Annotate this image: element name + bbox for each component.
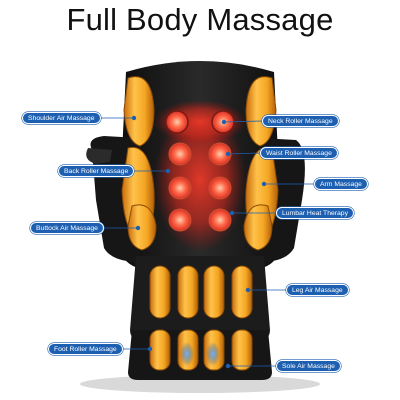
label-neck-roller-massage: Neck Roller Massage bbox=[262, 115, 339, 127]
label-leg-air-massage: Leg Air Massage bbox=[286, 284, 349, 296]
label-waist-roller-massage: Waist Roller Massage bbox=[260, 147, 338, 159]
label-foot-roller-massage: Foot Roller Massage bbox=[48, 343, 123, 355]
page-title: Full Body Massage bbox=[66, 2, 334, 37]
label-back-roller-massage: Back Roller Massage bbox=[58, 165, 135, 177]
label-sole-air-massage: Sole Air Massage bbox=[276, 360, 341, 372]
label-shoulder-air-massage: Shoulder Air Massage bbox=[22, 112, 101, 124]
label-lumbar-heat-therapy: Lumbar Heat Therapy bbox=[276, 207, 354, 219]
label-arm-massage: Arm Massage bbox=[314, 178, 368, 190]
label-buttock-air-massage: Buttock Air Massage bbox=[30, 222, 104, 234]
